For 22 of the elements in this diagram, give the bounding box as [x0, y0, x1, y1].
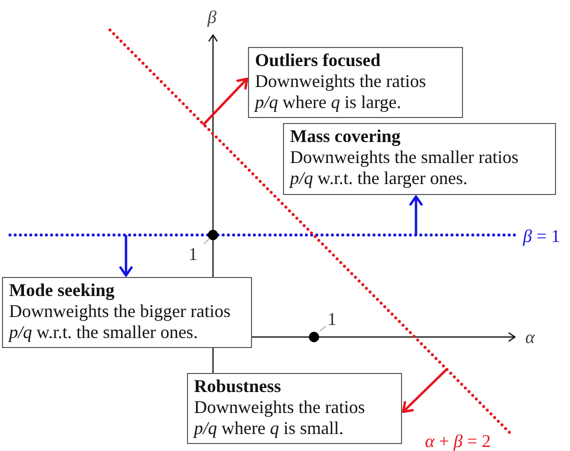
arrow: [119, 235, 133, 277]
line-label: β = 1: [523, 227, 560, 245]
line-label: α + β = 2: [425, 432, 491, 450]
tick-label: 1: [188, 245, 198, 263]
annotation-box: [2, 277, 252, 348]
annotation-box: [283, 123, 556, 195]
annotation-box: [248, 47, 463, 118]
box-heading: Mass covering: [290, 126, 400, 147]
box-text: Downweights the smaller ratios p/q w.r.t. the larger ones.: [290, 147, 520, 189]
box-heading: Mode seeking: [9, 280, 114, 301]
arrow: [202, 78, 248, 126]
box-heading: Robustness: [194, 376, 282, 397]
arrow: [402, 368, 448, 413]
box-text: Downweights the ratios p/q where q is small.: [194, 397, 366, 439]
box-text: Downweights the ratios p/q where q is large.: [255, 71, 427, 113]
arrow: [409, 195, 423, 235]
box-heading: Outliers focused: [255, 50, 380, 71]
axis-label: α: [525, 328, 535, 346]
axis-label: β: [208, 8, 216, 26]
box-text: Downweights the bigger ratios p/q w.r.t. the smaller ones.: [9, 301, 232, 343]
annotation-box: [187, 373, 402, 444]
tick-label: 1: [328, 310, 336, 328]
